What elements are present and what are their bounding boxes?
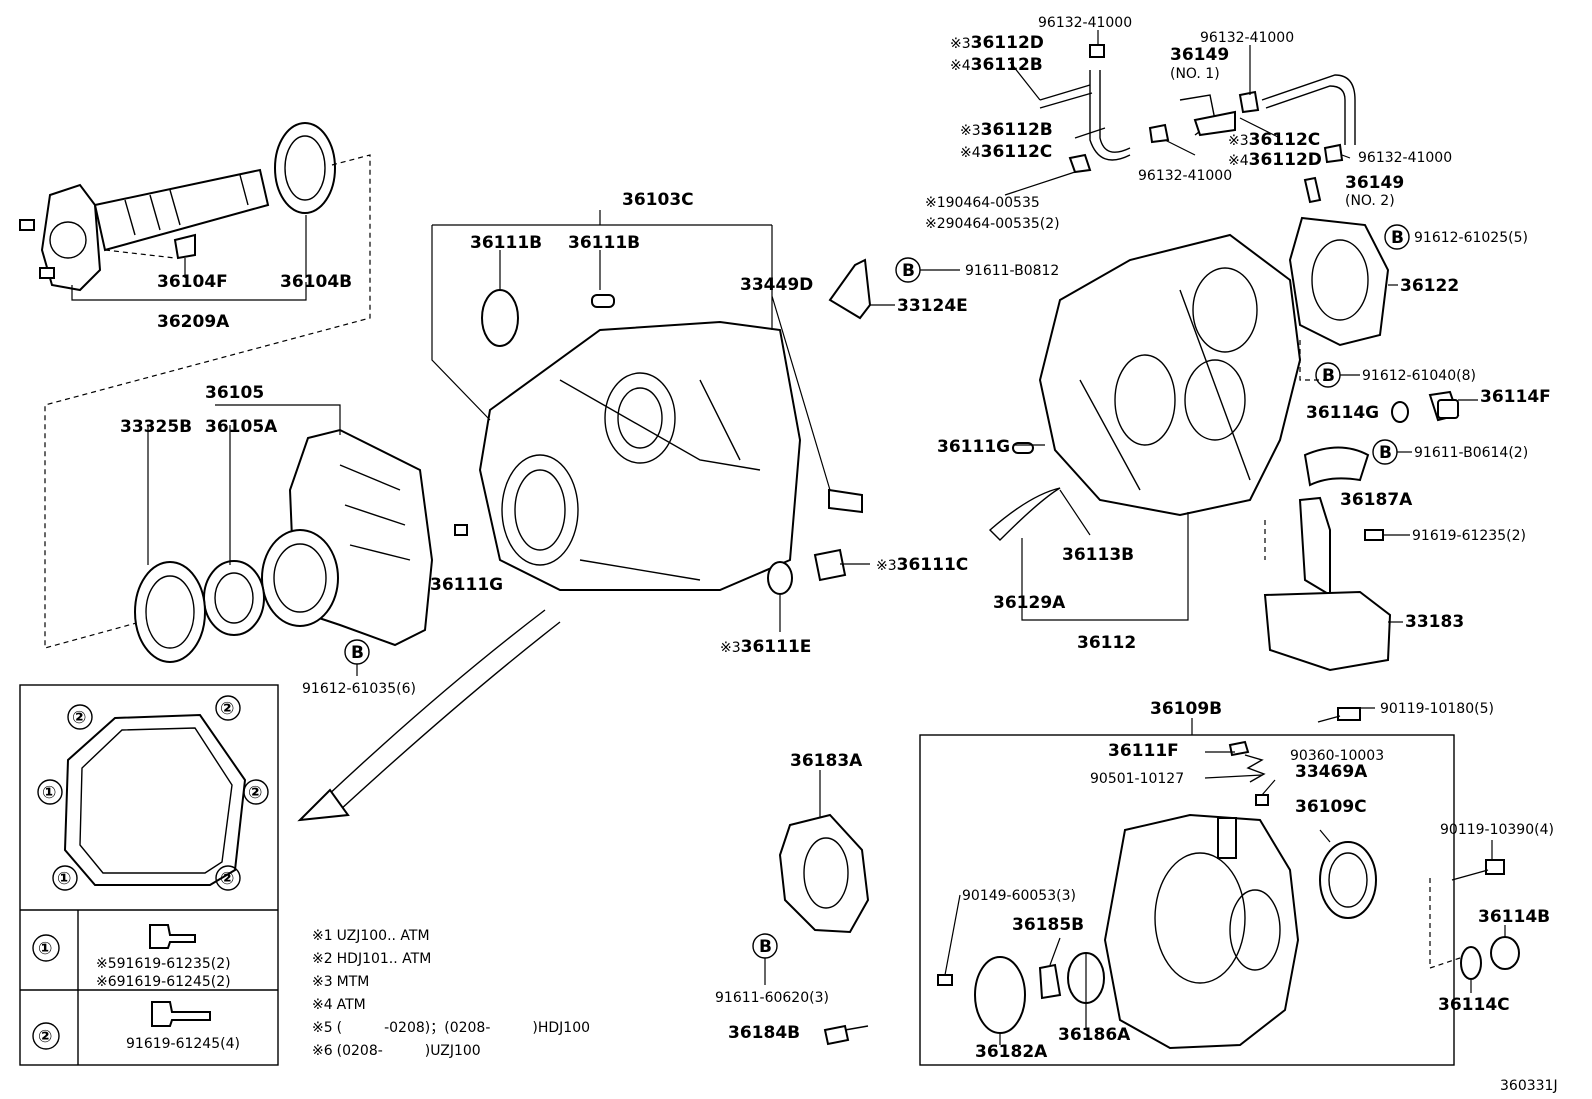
label-36111F: 36111F bbox=[1108, 741, 1179, 761]
label-96132-41000-c: 96132-41000 bbox=[1138, 168, 1232, 184]
label-36103C: 36103C bbox=[622, 190, 694, 210]
b-marker: B bbox=[759, 937, 772, 957]
b-marker: B bbox=[1322, 366, 1335, 386]
label-90360-10003: 90360-10003 bbox=[1290, 748, 1384, 764]
label-36209A: 36209A bbox=[157, 312, 230, 332]
label-36129A: 36129A bbox=[993, 593, 1066, 613]
label-36112D-a: ※336112D bbox=[950, 33, 1044, 53]
label-90119-10390: 90119-10390(4) bbox=[1440, 822, 1554, 838]
label-36111E: ※336111E bbox=[720, 637, 811, 657]
label-91611-60620: 91611-60620(3) bbox=[715, 990, 829, 1006]
svg-text:②: ② bbox=[248, 783, 262, 803]
label-36187A: 36187A bbox=[1340, 490, 1413, 510]
label-36112C-a: ※436112C bbox=[960, 142, 1052, 162]
label-33124E: 33124E bbox=[897, 296, 968, 316]
label-36109C: 36109C bbox=[1295, 797, 1367, 817]
label-96132-41000-d: 96132-41000 bbox=[1358, 150, 1452, 166]
svg-text:②: ② bbox=[220, 699, 234, 719]
transfer-case-housing bbox=[454, 258, 872, 595]
label-91612-61040: 91612-61040(8) bbox=[1362, 368, 1476, 384]
label-90149-60053: 90149-60053(3) bbox=[962, 888, 1076, 904]
label-36186A: 36186A bbox=[1058, 1025, 1131, 1045]
label-36185B: 36185B bbox=[1012, 915, 1084, 935]
table-key-1: ① bbox=[38, 939, 52, 959]
extension-housing bbox=[134, 428, 434, 663]
label-36114G: 36114G bbox=[1306, 403, 1379, 423]
label-36183A: 36183A bbox=[790, 751, 863, 771]
label-90464-00535: ※190464-00535 bbox=[925, 195, 1040, 211]
b-marker: B bbox=[1379, 443, 1392, 463]
label-36114C: 36114C bbox=[1438, 995, 1510, 1015]
label-36111B-2: 36111B bbox=[568, 233, 640, 253]
label-36112D-b: ※436112D bbox=[1228, 150, 1322, 170]
note-6: ※6(0208- )UZJ100 bbox=[312, 1043, 481, 1059]
label-36111G-2: 36111G bbox=[937, 437, 1010, 457]
label-36122: 36122 bbox=[1400, 276, 1459, 296]
gasket-detail-box bbox=[19, 684, 279, 1066]
b-marker: B bbox=[902, 261, 915, 281]
label-36111G-1: 36111G bbox=[430, 575, 503, 595]
label-36112B-b: ※336112B bbox=[960, 120, 1053, 140]
label-36149-no1: 36149 bbox=[1170, 45, 1229, 65]
table-row1-a: ※591619-61235(2) bbox=[96, 956, 231, 972]
label-36114F: 36114F bbox=[1480, 387, 1551, 407]
label-36114B: 36114B bbox=[1478, 907, 1550, 927]
label-91611-B0614: 91611-B0614(2) bbox=[1414, 445, 1528, 461]
label-36112C-b: ※336112C bbox=[1228, 130, 1320, 150]
label-96132-41000-b: 96132-41000 bbox=[1200, 30, 1294, 46]
note-5: ※5( -0208)；(0208- )HDJ100 bbox=[312, 1020, 590, 1036]
svg-text:②: ② bbox=[72, 708, 86, 728]
label-36149-no2-sub: (NO. 2) bbox=[1345, 193, 1395, 209]
label-90464-00535-2: ※290464-00535(2) bbox=[925, 216, 1060, 232]
detail-arrow bbox=[297, 609, 561, 822]
svg-text:①: ① bbox=[42, 783, 56, 803]
label-36113B: 36113B bbox=[1062, 545, 1134, 565]
label-91612-61035: 91612-61035(6) bbox=[302, 681, 416, 697]
svg-text:①: ① bbox=[57, 869, 71, 889]
label-36104F: 36104F bbox=[157, 272, 228, 292]
label-91612-61025: 91612-61025(5) bbox=[1414, 230, 1528, 246]
table-row1-b: ※691619-61245(2) bbox=[96, 974, 231, 990]
label-36184B: 36184B bbox=[728, 1023, 800, 1043]
front-case bbox=[988, 216, 1460, 672]
label-33325B: 33325B bbox=[120, 417, 192, 437]
table-row2-a: 91619-61245(4) bbox=[126, 1036, 240, 1052]
label-36105: 36105 bbox=[205, 383, 264, 403]
label-33469A: 33469A bbox=[1295, 762, 1368, 782]
label-33449D: 33449D bbox=[740, 275, 813, 295]
label-91619-61235: 91619-61235(2) bbox=[1412, 528, 1526, 544]
label-36111C: ※336111C bbox=[876, 555, 968, 575]
label-36111B-1: 36111B bbox=[470, 233, 542, 253]
label-36149-no1-sub: (NO. 1) bbox=[1170, 66, 1220, 82]
label-90501-10127: 90501-10127 bbox=[1090, 771, 1184, 787]
label-36104B: 36104B bbox=[280, 272, 352, 292]
label-36109B: 36109B bbox=[1150, 699, 1222, 719]
label-91611-B0812: 91611-B0812 bbox=[965, 263, 1059, 279]
label-33183: 33183 bbox=[1405, 612, 1464, 632]
svg-text:②: ② bbox=[220, 869, 234, 889]
oil-pump-cover bbox=[937, 707, 1520, 1050]
label-36182A: 36182A bbox=[975, 1042, 1048, 1062]
b-marker: B bbox=[351, 643, 364, 663]
bolt-position-markers: ② ② ① ② ① ② bbox=[37, 695, 269, 891]
b-marker: B bbox=[1391, 228, 1404, 248]
label-36112: 36112 bbox=[1077, 633, 1136, 653]
table-key-2: ② bbox=[38, 1027, 52, 1047]
label-96132-41000-a: 96132-41000 bbox=[1038, 15, 1132, 31]
label-36149-no2: 36149 bbox=[1345, 173, 1404, 193]
oil-pump-rotor bbox=[778, 813, 870, 1046]
drawing-id: 360331J bbox=[1500, 1078, 1558, 1094]
label-36112B-a: ※436112B bbox=[950, 55, 1043, 75]
label-90119-10180: 90119-10180(5) bbox=[1380, 701, 1494, 717]
oil-pump-box bbox=[919, 734, 1455, 1066]
label-36105A: 36105A bbox=[205, 417, 278, 437]
output-shaft-assembly bbox=[19, 122, 336, 292]
